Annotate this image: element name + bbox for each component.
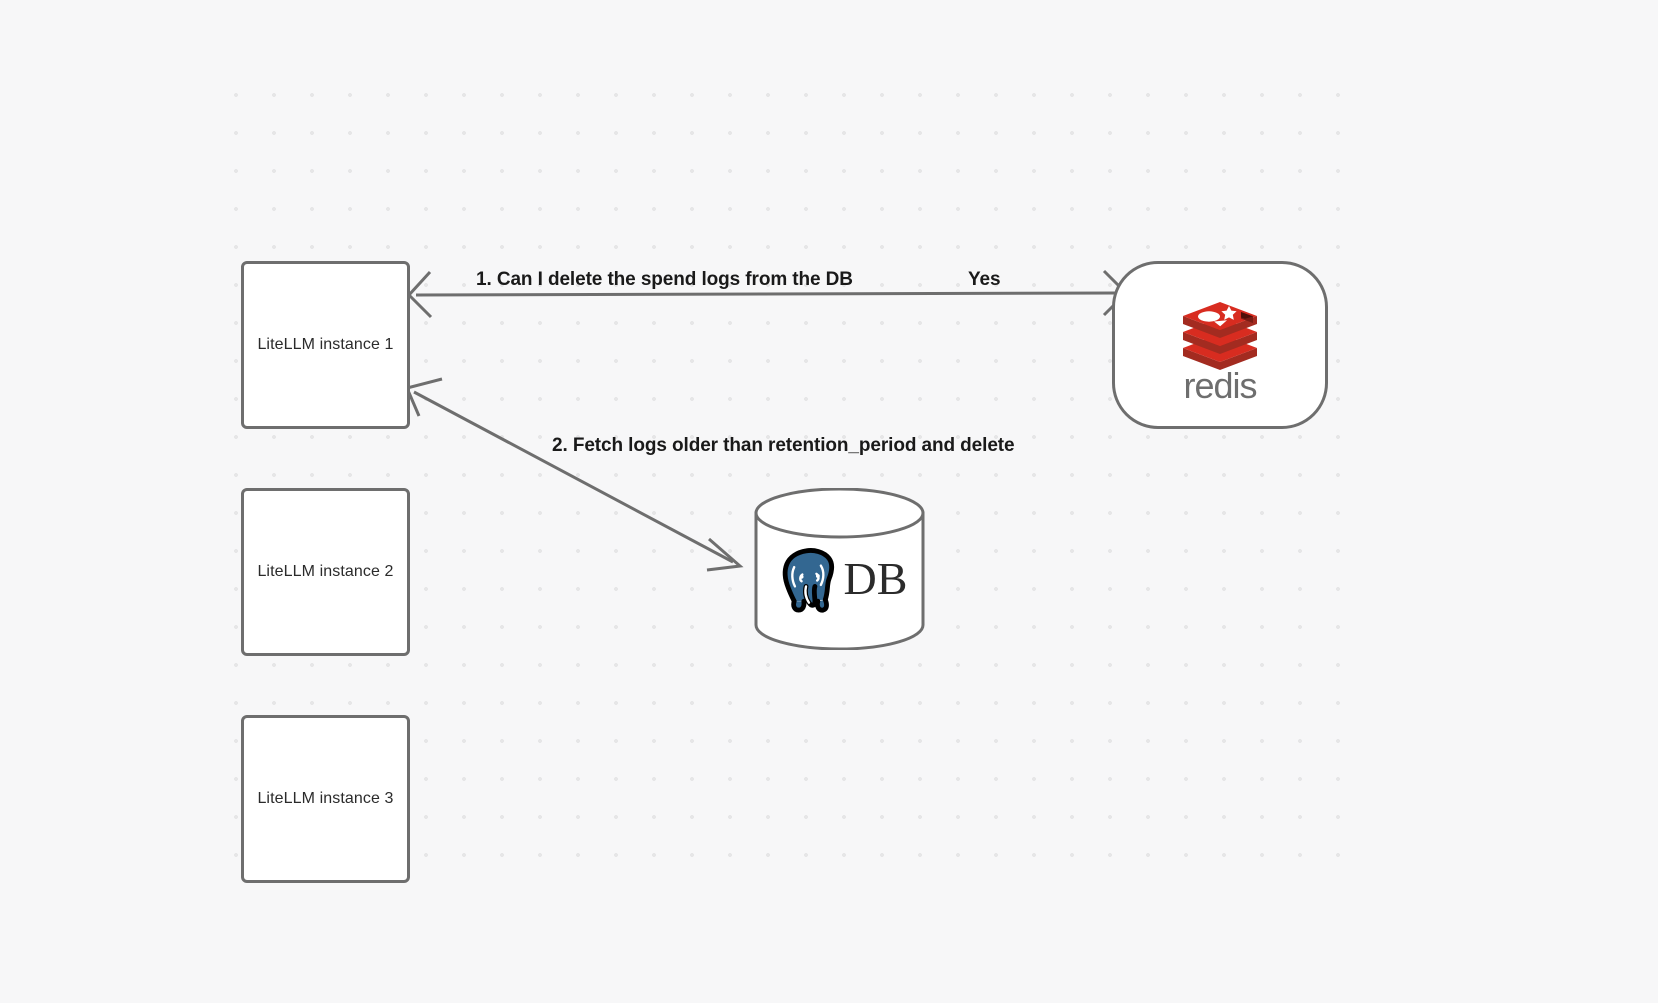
redis-logo-icon: redis bbox=[1183, 302, 1258, 404]
database-logo-group: DB bbox=[753, 534, 926, 624]
node-redis[interactable]: redis bbox=[1112, 261, 1328, 429]
redis-stack-icon bbox=[1183, 302, 1257, 370]
edge-instance1-database bbox=[404, 377, 744, 572]
node-litellm-instance-2[interactable]: LiteLLM instance 2 bbox=[241, 488, 410, 656]
node-label: LiteLLM instance 2 bbox=[257, 563, 394, 580]
node-litellm-instance-1[interactable]: LiteLLM instance 1 bbox=[241, 261, 410, 429]
edge-label-step-1: 1. Can I delete the spend logs from the … bbox=[476, 269, 853, 290]
postgresql-elephant-icon bbox=[782, 548, 834, 613]
cylinder-shape-icon bbox=[754, 488, 925, 650]
node-database[interactable]: DB bbox=[753, 488, 926, 650]
edge-label-step-2: 2. Fetch logs older than retention_perio… bbox=[552, 435, 1015, 456]
node-label: LiteLLM instance 1 bbox=[257, 336, 394, 353]
node-label: LiteLLM instance 3 bbox=[257, 790, 394, 807]
edge-label-step-1-answer: Yes bbox=[968, 269, 1001, 290]
redis-wordmark: redis bbox=[1183, 365, 1256, 404]
database-label: DB bbox=[843, 553, 908, 604]
node-litellm-instance-3[interactable]: LiteLLM instance 3 bbox=[241, 715, 410, 883]
